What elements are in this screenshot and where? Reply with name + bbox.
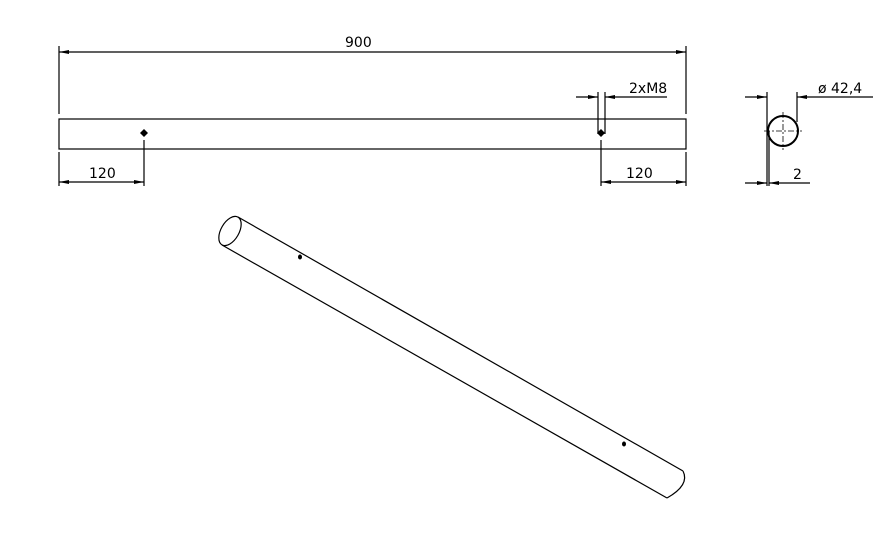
left-hole-marker [140, 129, 148, 137]
right-offset-label: 120 [626, 166, 653, 182]
section-view [745, 92, 873, 186]
iso-hole-right [622, 441, 626, 447]
left-hole-dimension [58, 140, 145, 186]
right-hole-marker [597, 129, 605, 137]
right-hole-dimension [600, 140, 687, 186]
tube-front-view [58, 118, 687, 150]
diameter-label: ø 42,4 [818, 81, 862, 97]
overall-length-label: 900 [345, 35, 372, 51]
wall-thickness-label: 2 [793, 167, 802, 183]
tube-isometric-view [218, 215, 686, 499]
left-offset-label: 120 [89, 166, 116, 182]
hole-spec-dimension [576, 92, 667, 134]
iso-hole-left [298, 254, 302, 260]
overall-length-dimension [58, 46, 687, 114]
hole-spec-label: 2xM8 [629, 81, 667, 97]
